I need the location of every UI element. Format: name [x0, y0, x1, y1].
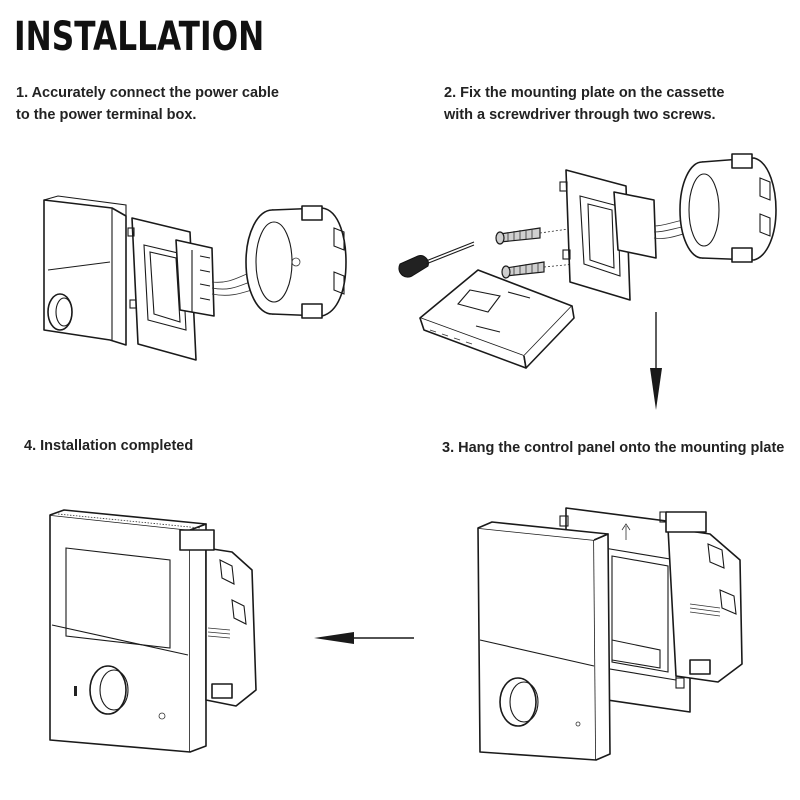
step-3-illustration — [477, 507, 743, 761]
step-1-line-2: to the power terminal box. — [16, 107, 197, 123]
step-3-caption: 3. Hang the control panel onto the mount… — [442, 437, 800, 459]
step-4-caption: 4. Installation completed — [24, 435, 324, 457]
step-2-caption: 2. Fix the mounting plate on the cassett… — [444, 82, 784, 126]
page-title: INSTALLATION — [14, 14, 265, 60]
step-1-caption: 1. Accurately connect the power cable to… — [16, 82, 316, 126]
step-2-illustration — [398, 153, 777, 410]
arrow-down-icon — [650, 312, 662, 410]
step-4-line-1: 4. Installation completed — [24, 438, 194, 454]
screwdriver-icon — [398, 255, 429, 278]
step-1-illustration — [43, 195, 347, 361]
step-3-line-1: 3. Hang the control panel onto the mount… — [442, 440, 785, 456]
screw-icon — [495, 227, 541, 245]
control-knob — [499, 677, 537, 727]
control-knob — [89, 665, 127, 715]
installed-panel — [49, 514, 191, 753]
step-1-line-1: 1. Accurately connect the power cable — [16, 85, 279, 101]
arrow-left-icon — [314, 632, 414, 644]
step-4-illustration — [49, 509, 414, 753]
step-2-line-1: 2. Fix the mounting plate on the cassett… — [444, 85, 725, 101]
step-2-line-2: with a screwdriver through two screws. — [444, 107, 716, 123]
screw-icon — [501, 261, 545, 279]
